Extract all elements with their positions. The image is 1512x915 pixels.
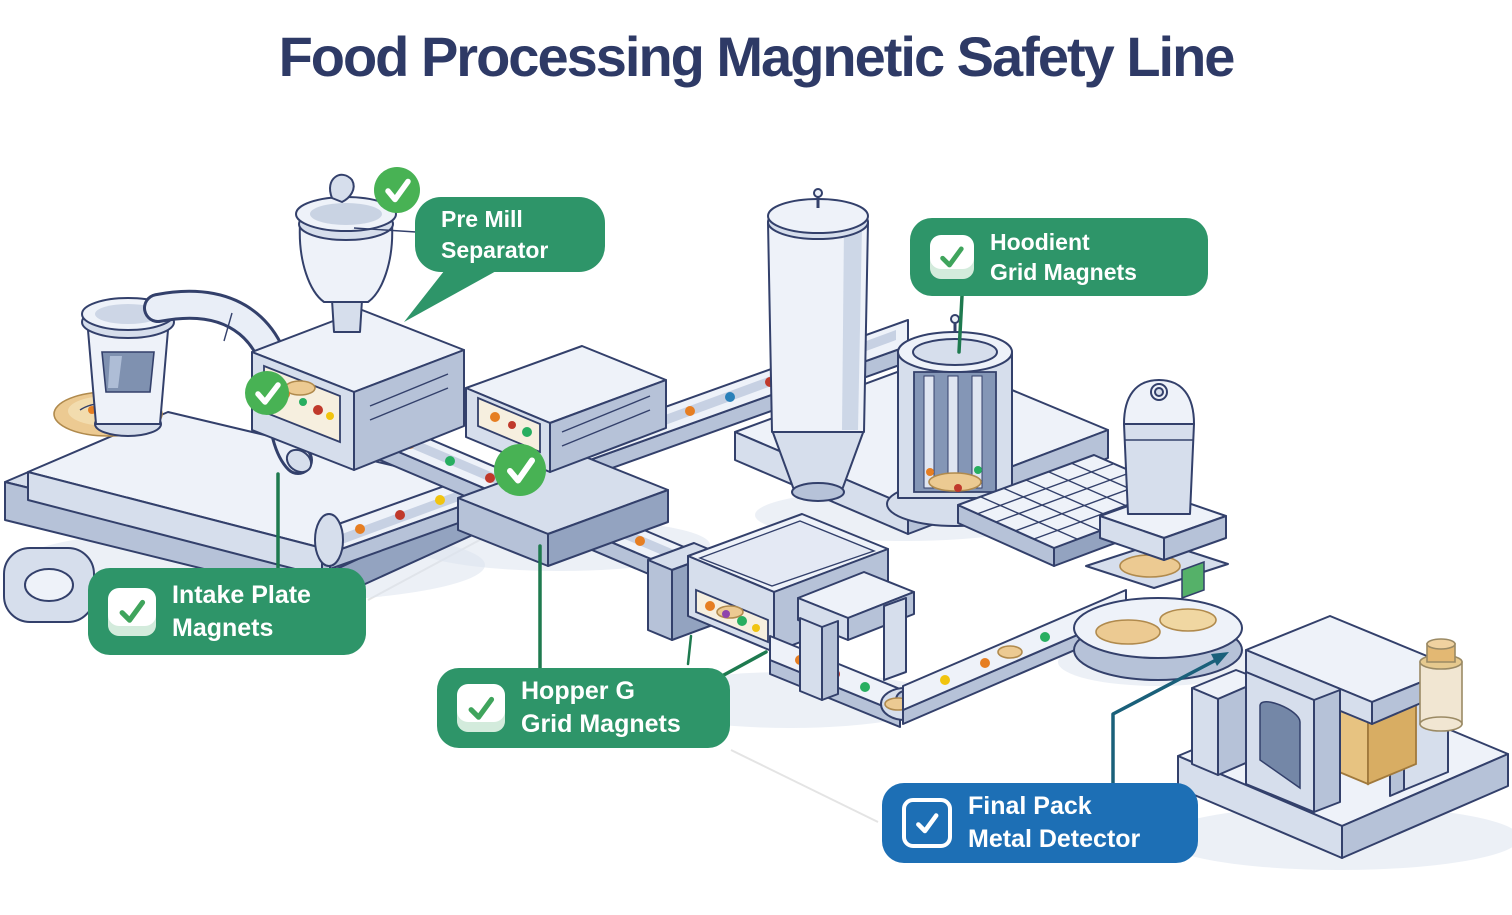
page-title: Food Processing Magnetic Safety Line xyxy=(278,25,1236,88)
leader-lines xyxy=(276,294,1229,785)
check-icon xyxy=(108,587,156,636)
check-icon xyxy=(930,235,974,279)
rotary-stacker-machine xyxy=(1073,379,1243,681)
label-line: Hoodient xyxy=(990,228,1090,255)
label-line: Metal Detector xyxy=(968,825,1141,853)
label-line: Pre Mill xyxy=(441,206,523,233)
label-final-pack-metal-detector: Final Pack Metal Detector xyxy=(882,783,1198,863)
label-hopper-grid-magnets: Hopper G Grid Magnets xyxy=(437,668,730,748)
label-ingredient-grid-magnets: Hoodient Grid Magnets xyxy=(910,218,1208,296)
label-line: Hopper G xyxy=(521,677,635,705)
label-line: Final Pack xyxy=(968,792,1092,820)
check-icon xyxy=(902,798,952,848)
label-line: Grid Magnets xyxy=(521,710,681,738)
label-pre-mill-separator: Pre Mill Separator xyxy=(415,197,605,272)
arrowhead-icon xyxy=(1211,652,1229,666)
check-badge-icon xyxy=(374,167,420,213)
final-pack-metal-detector-machine xyxy=(1177,615,1509,859)
check-badge-icon xyxy=(245,371,289,415)
label-line: Intake Plate xyxy=(172,580,311,609)
belt-end-module xyxy=(3,547,95,623)
inline-separator-machine xyxy=(457,345,669,567)
check-icon xyxy=(457,684,505,732)
label-line: Magnets xyxy=(172,613,274,642)
label-line: Grid Magnets xyxy=(990,259,1137,285)
check-badge-icon xyxy=(494,444,546,496)
hopper-arch-gantry xyxy=(797,571,915,701)
label-intake-plate-magnets: Intake Plate Magnets xyxy=(88,568,366,655)
label-line: Separator xyxy=(441,236,549,263)
